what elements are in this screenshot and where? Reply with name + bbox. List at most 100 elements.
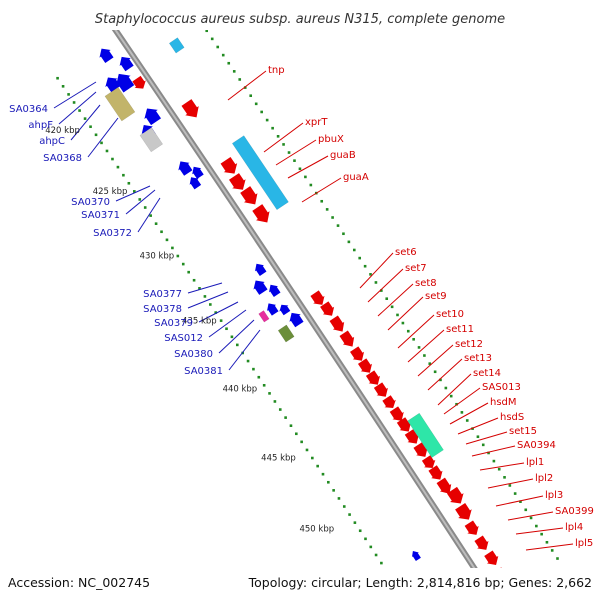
- forward-gene-label[interactable]: set9: [425, 291, 447, 302]
- ruler-dot: [487, 451, 490, 455]
- ruler-dot: [331, 216, 334, 219]
- ruler-dot: [105, 149, 109, 153]
- ruler-label: 445 kbp: [261, 454, 296, 464]
- ruler-dot: [545, 540, 549, 544]
- gray-feature: [139, 127, 164, 153]
- ruler-dot: [271, 126, 274, 130]
- forward-gene-label[interactable]: set11: [446, 324, 474, 335]
- leader-line: [187, 291, 229, 309]
- reverse-gene-label[interactable]: SA0378: [143, 304, 182, 315]
- ruler-label: 450 kbp: [299, 524, 334, 534]
- leader-line: [275, 139, 317, 166]
- reverse-gene-arrow: [144, 108, 161, 126]
- footer-band: [0, 568, 600, 600]
- reverse-gene-arrow: [267, 303, 279, 316]
- ruler-dot: [535, 524, 538, 528]
- magenta-feature: [258, 310, 270, 323]
- ruler-dot: [481, 443, 485, 447]
- forward-gene-arrow: [464, 520, 479, 535]
- reverse-gene-label[interactable]: SA0372: [93, 228, 132, 239]
- leader-line: [287, 155, 329, 179]
- ruler-dot: [205, 29, 209, 33]
- forward-gene-label[interactable]: lpl1: [526, 457, 544, 468]
- forward-gene-label[interactable]: pbuX: [318, 134, 344, 145]
- ruler-dot: [143, 206, 147, 209]
- reverse-gene-arrow: [253, 280, 268, 295]
- ruler-dot: [246, 359, 250, 363]
- forward-gene-label[interactable]: lpl2: [535, 473, 553, 484]
- reverse-gene-label[interactable]: SA0379: [154, 318, 193, 329]
- forward-gene-label[interactable]: SAS013: [482, 382, 521, 393]
- ruler-dot: [358, 529, 362, 533]
- forward-gene-label[interactable]: set13: [464, 353, 492, 364]
- ruler-dot: [192, 278, 196, 282]
- forward-gene-arrow: [396, 417, 411, 432]
- forward-gene-label[interactable]: xprT: [305, 117, 328, 128]
- reverse-gene-arrow: [189, 177, 202, 190]
- reverse-gene-label[interactable]: SA0364: [9, 104, 48, 115]
- reverse-gene-label[interactable]: SAS012: [164, 333, 203, 344]
- forward-gene-arrow: [446, 486, 464, 504]
- forward-gene-arrow: [240, 186, 258, 205]
- leader-line: [465, 431, 508, 445]
- ruler-dot: [497, 467, 501, 471]
- forward-gene-arrow: [382, 395, 396, 408]
- ruler-dot: [465, 419, 469, 422]
- ruler-dot: [337, 497, 341, 500]
- forward-gene-label[interactable]: set8: [415, 278, 437, 289]
- leader-line: [263, 122, 304, 153]
- forward-gene-label[interactable]: lpl4: [565, 522, 583, 533]
- reverse-gene-label[interactable]: ahpC: [39, 136, 65, 147]
- forward-gene-label[interactable]: hsdS: [500, 412, 524, 423]
- forward-gene-label[interactable]: lpl5: [575, 538, 593, 549]
- forward-gene-label[interactable]: set6: [395, 247, 417, 258]
- forward-gene-arrow: [357, 358, 373, 373]
- forward-gene-label[interactable]: set15: [509, 426, 537, 437]
- reverse-gene-label[interactable]: SA0371: [81, 210, 120, 221]
- ruler-dot: [348, 513, 351, 516]
- leader-line: [417, 344, 454, 377]
- forward-gene-label[interactable]: set10: [436, 309, 464, 320]
- leader-line: [359, 252, 394, 289]
- ruler-dot: [327, 480, 330, 484]
- ruler-dot: [492, 459, 496, 463]
- reverse-gene-label[interactable]: SA0381: [184, 366, 223, 377]
- forward-gene-label[interactable]: set12: [455, 339, 483, 350]
- forward-gene-label[interactable]: tnp: [268, 65, 285, 76]
- forward-gene-label[interactable]: guaA: [343, 172, 369, 183]
- reverse-gene-label[interactable]: SA0377: [143, 289, 182, 300]
- ruler-dot: [321, 472, 325, 476]
- ruler-dot: [154, 222, 158, 225]
- ruler-dot: [401, 321, 405, 325]
- ruler-dot: [385, 297, 389, 300]
- forward-gene-label[interactable]: set14: [473, 368, 501, 379]
- reverse-gene-arrow: [289, 312, 304, 328]
- reverse-gene-label[interactable]: SA0368: [43, 153, 82, 164]
- forward-gene-label[interactable]: set7: [405, 263, 427, 274]
- leader-line: [427, 358, 463, 391]
- forward-gene-label[interactable]: SA0399: [555, 506, 594, 517]
- ruler-dot: [83, 117, 87, 120]
- ruler-dot: [149, 214, 152, 217]
- forward-gene-arrow: [229, 173, 246, 190]
- ruler-dot: [265, 118, 269, 122]
- ruler-dot: [216, 45, 220, 49]
- reverse-gene-label[interactable]: SA0380: [174, 349, 213, 360]
- ruler-dot: [187, 270, 190, 274]
- forward-gene-label[interactable]: guaB: [330, 150, 356, 161]
- ruler-dot: [127, 181, 131, 185]
- forward-gene-label[interactable]: SA0394: [517, 440, 556, 451]
- reverse-gene-label[interactable]: SA0370: [71, 197, 110, 208]
- ruler-dot: [260, 110, 263, 114]
- forward-gene-arrow: [474, 535, 489, 550]
- ruler-dot: [198, 287, 201, 290]
- ruler-dot: [122, 173, 125, 177]
- leader-line: [187, 282, 223, 294]
- reverse-gene-label[interactable]: ahpF: [28, 120, 53, 131]
- ruler-dot: [111, 157, 114, 161]
- forward-gene-label[interactable]: hsdM: [490, 397, 517, 408]
- forward-gene-label[interactable]: lpl3: [545, 490, 563, 501]
- ruler-dot: [311, 456, 314, 460]
